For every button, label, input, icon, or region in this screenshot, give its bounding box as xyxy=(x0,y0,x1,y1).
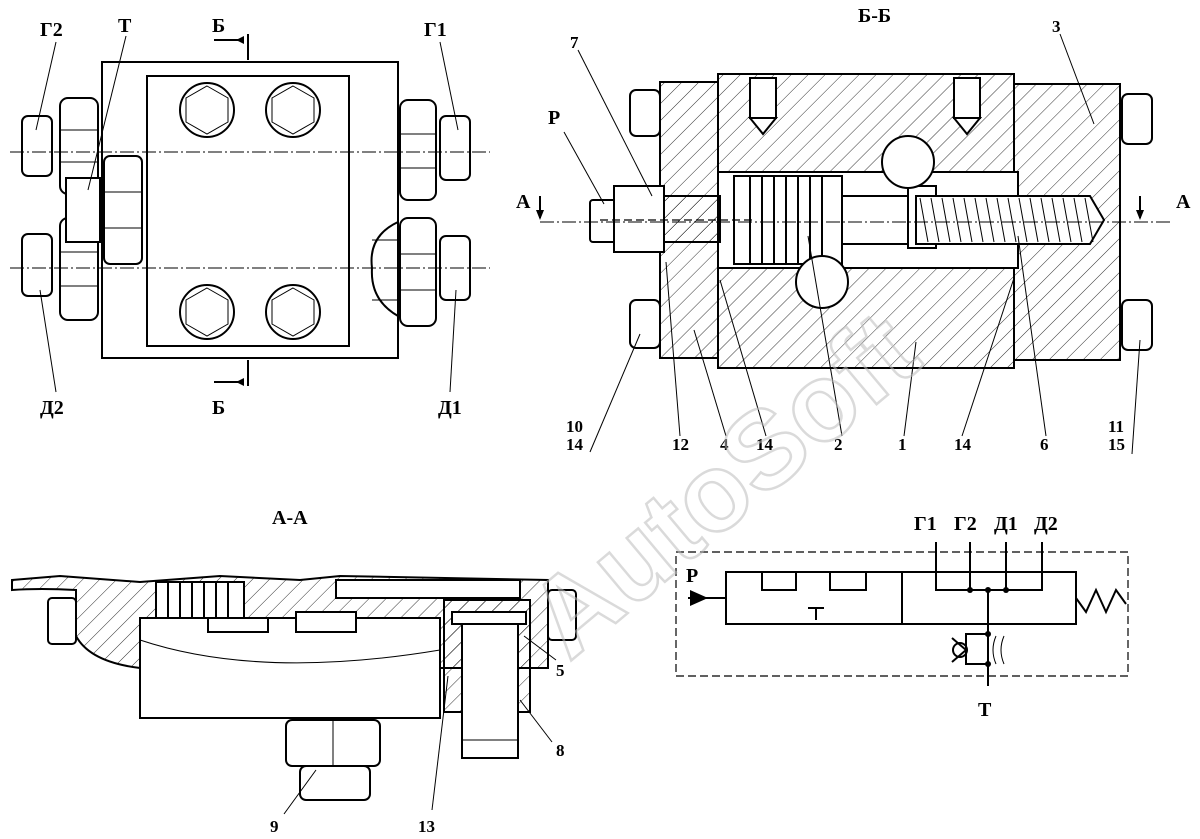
spring-symbol xyxy=(1075,587,1127,615)
section-label-bottom: Б xyxy=(212,397,225,419)
schematic-port-p: P xyxy=(686,565,698,587)
section-mark-top xyxy=(214,34,249,60)
callout-8: 8 xyxy=(556,741,565,760)
side-bolt xyxy=(47,597,77,645)
check-valve-symbol xyxy=(951,633,1005,665)
cover-bolt xyxy=(265,82,321,138)
port-label-d1: Д1 xyxy=(438,397,462,419)
cover-bolt xyxy=(179,82,235,138)
pilot-symbol-p xyxy=(688,590,726,606)
valve-position-left xyxy=(725,571,903,625)
spring xyxy=(915,195,1106,245)
body-screw xyxy=(951,77,983,136)
callout-3: 3 xyxy=(1052,17,1061,36)
body-screw xyxy=(747,77,779,136)
callout-4: 4 xyxy=(720,435,729,454)
section-aa-title: А-А xyxy=(272,507,308,529)
callout-15: 15 xyxy=(1108,435,1125,454)
cut-arrow-right xyxy=(1136,196,1144,220)
cut-arrow-left xyxy=(536,196,544,220)
valve-body-outline xyxy=(101,61,399,359)
cover-bolt xyxy=(1121,93,1153,145)
schematic-port-g1: Г1 xyxy=(914,513,937,535)
cut-label-left: А xyxy=(516,191,531,213)
callout-7: 7 xyxy=(570,33,579,52)
callout-1: 1 xyxy=(898,435,907,454)
callout-10: 10 xyxy=(566,417,583,436)
section-bb-title: Б-Б xyxy=(858,5,891,27)
cover-bolt xyxy=(265,284,321,340)
inlet-fitting-p xyxy=(589,185,752,253)
spool-slots xyxy=(155,581,357,633)
schematic-port-t: Т xyxy=(978,699,992,721)
port-label-g1: Г1 xyxy=(424,19,447,41)
section-bb-view: Б-Б xyxy=(516,5,1191,455)
section-mark-bottom xyxy=(214,360,249,386)
port-label-d2: Д2 xyxy=(40,397,64,419)
callout-14: 14 xyxy=(954,435,972,454)
fitting-9 xyxy=(285,719,381,801)
check-ball xyxy=(881,135,935,189)
callout-13: 13 xyxy=(418,817,435,836)
cover-bolt xyxy=(629,89,661,137)
callout-5: 5 xyxy=(556,661,565,680)
hydraulic-schematic: Г1 Г2 Д1 Д2 P Т xyxy=(675,513,1129,721)
cover-bolt xyxy=(179,284,235,340)
port-label-t: Т xyxy=(118,15,132,37)
check-ball xyxy=(795,255,849,309)
cover-plate xyxy=(146,75,350,347)
fitting-g1 xyxy=(399,99,471,201)
fitting-g2 xyxy=(21,97,99,195)
top-view: Г2 Т Г1 Д2 Д1 Б Б xyxy=(10,15,490,419)
spring-section xyxy=(335,579,521,599)
section-label-top: Б xyxy=(212,15,225,37)
fitting-8 xyxy=(443,599,531,759)
callout-2: 2 xyxy=(834,435,843,454)
callout-14: 14 xyxy=(756,435,774,454)
side-bolt xyxy=(547,589,577,641)
fitting-d2 xyxy=(21,217,99,321)
callout-12: 12 xyxy=(672,435,689,454)
schematic-port-d1: Д1 xyxy=(994,513,1018,535)
fitting-t xyxy=(65,155,143,265)
port-label-g2: Г2 xyxy=(40,19,63,41)
base-block xyxy=(139,617,441,719)
schematic-port-g2: Г2 xyxy=(954,513,977,535)
schematic-port-d2: Д2 xyxy=(1034,513,1058,535)
port-label-p: P xyxy=(548,107,560,129)
callout-9: 9 xyxy=(270,817,279,836)
cover-bolt xyxy=(629,299,661,349)
callout-11: 11 xyxy=(1108,417,1124,436)
cover-bolt xyxy=(1121,299,1153,351)
cut-label-right: А xyxy=(1176,191,1191,213)
callout-14: 14 xyxy=(566,435,584,454)
section-aa-view: А-А xyxy=(11,507,577,836)
callout-6: 6 xyxy=(1040,435,1049,454)
